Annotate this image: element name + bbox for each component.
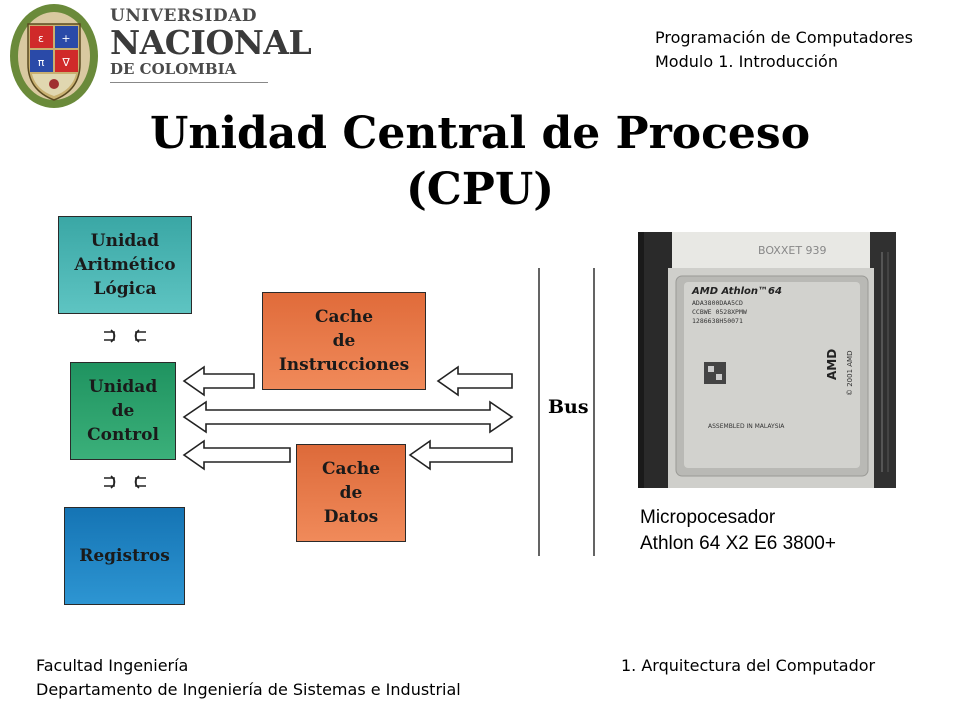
- chip-copyright: © 2001 AMD: [846, 351, 854, 396]
- footer-left: Facultad Ingeniería Departamento de Inge…: [36, 654, 461, 702]
- svg-text:∇: ∇: [61, 56, 70, 69]
- wordmark-rule: [110, 82, 268, 83]
- bus-to-data-cache-arrow: [408, 439, 513, 471]
- cpu-caption: Micropocesador Athlon 64 X2 E6 3800+: [640, 505, 836, 557]
- chip-batch: CCBWE 0528XPMW: [692, 308, 747, 316]
- svg-text:π: π: [38, 56, 45, 69]
- cpu-caption-line-2: Athlon 64 X2 E6 3800+: [640, 533, 836, 554]
- footer-department: Departamento de Ingeniería de Sistemas e…: [36, 680, 461, 699]
- control-unit-box: Unidad de Control: [70, 362, 176, 460]
- slide-title: Unidad Central de Proceso (CPU): [40, 106, 920, 218]
- cpu-caption-line-1: Micropocesador: [640, 507, 776, 528]
- socket-label: BOXXET 939: [758, 244, 827, 257]
- footer-faculty: Facultad Ingeniería: [36, 656, 189, 675]
- slide-title-line-2: (CPU): [405, 164, 555, 215]
- control-registers-connector: [104, 475, 146, 489]
- chip-assembly: ASSEMBLED IN MALAYSIA: [708, 423, 785, 430]
- svg-text:+: +: [61, 32, 70, 45]
- footer-right: 1. Arquitectura del Computador: [621, 654, 875, 678]
- course-title: Programación de Computadores: [655, 28, 913, 47]
- university-line-1: UNIVERSIDAD: [110, 6, 257, 26]
- footer-section: 1. Arquitectura del Computador: [621, 656, 876, 675]
- course-module: Modulo 1. Introducción: [655, 52, 838, 71]
- bus-to-instruction-cache-arrow: [436, 365, 513, 397]
- instruction-to-control-arrow: [182, 365, 255, 397]
- svg-text:ε: ε: [38, 32, 44, 45]
- chip-matrix-code: [704, 362, 726, 384]
- alu-box: Unidad Aritmético Lógica: [58, 216, 192, 314]
- cpu-photo: BOXXET 939 AMD Athlon™64 ADA3800DAA5CD C…: [638, 232, 896, 488]
- alu-control-connector: [104, 329, 146, 343]
- university-seal-logo: ε + π ∇: [8, 2, 100, 110]
- chip-part-number: ADA3800DAA5CD: [692, 299, 743, 307]
- slide-title-line-1: Unidad Central de Proceso: [149, 108, 811, 159]
- university-line-3: DE COLOMBIA: [110, 60, 237, 78]
- data-to-control-arrow: [182, 439, 291, 471]
- chip-serial: 1286638H50071: [692, 317, 743, 325]
- instruction-cache-box: Cache de Instrucciones: [262, 292, 426, 390]
- course-info: Programación de Computadores Modulo 1. I…: [655, 26, 913, 74]
- control-bus-data-arrow: [182, 400, 514, 434]
- chip-model: AMD Athlon™64: [691, 286, 782, 297]
- bus-label: Bus: [548, 396, 589, 418]
- chip-brand: AMD: [825, 349, 839, 380]
- registers-box: Registros: [64, 507, 185, 605]
- data-cache-box: Cache de Datos: [296, 444, 406, 542]
